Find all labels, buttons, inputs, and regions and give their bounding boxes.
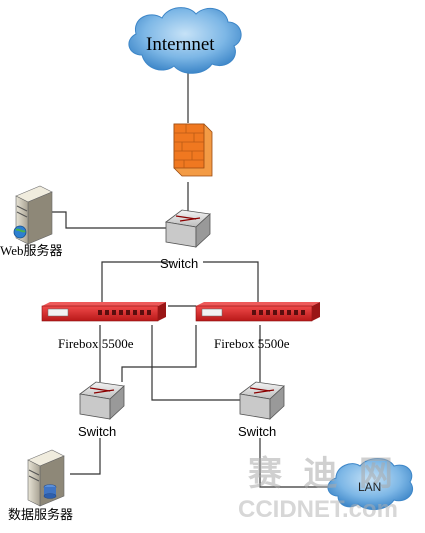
switch-left-label: Switch	[78, 424, 117, 439]
internet-cloud-icon	[128, 7, 242, 74]
core-switch-label: Switch	[160, 256, 199, 271]
link-switchright-lan	[259, 438, 358, 488]
watermark-top: 赛 迪 网	[248, 455, 399, 493]
firebox-appliance-left	[41, 302, 166, 322]
link-webserver-switch	[50, 211, 166, 229]
network-switch-icon	[165, 209, 211, 248]
db-server-label: 数据服务器	[8, 507, 74, 522]
firewall-brick-icon	[173, 123, 213, 177]
switch-right-label: Switch	[238, 424, 277, 439]
link-switchleft-dbserver	[70, 438, 101, 475]
firebox-left-label: Firebox 5500e	[58, 336, 134, 351]
link-fbright-switchleft	[121, 325, 197, 382]
database-server-icon	[27, 449, 65, 507]
connections	[50, 70, 358, 488]
network-switch-icon	[79, 381, 125, 420]
link-fbleft-switchright	[151, 325, 240, 401]
watermark-bottom: CCIDNET.com	[238, 496, 399, 523]
lan-cloud-icon	[327, 458, 414, 510]
lan-label: LAN	[358, 480, 382, 494]
server-tower-icon	[13, 185, 53, 245]
firebox-right-label: Firebox 5500e	[214, 336, 290, 351]
web-server-label: Web服务器	[0, 243, 63, 258]
link-switch-firebox-left	[101, 261, 172, 306]
internet-label: Internnet	[146, 34, 215, 55]
link-switch-firebox-right	[203, 261, 259, 306]
network-switch-icon	[239, 381, 285, 420]
firebox-appliance-right	[195, 302, 320, 322]
